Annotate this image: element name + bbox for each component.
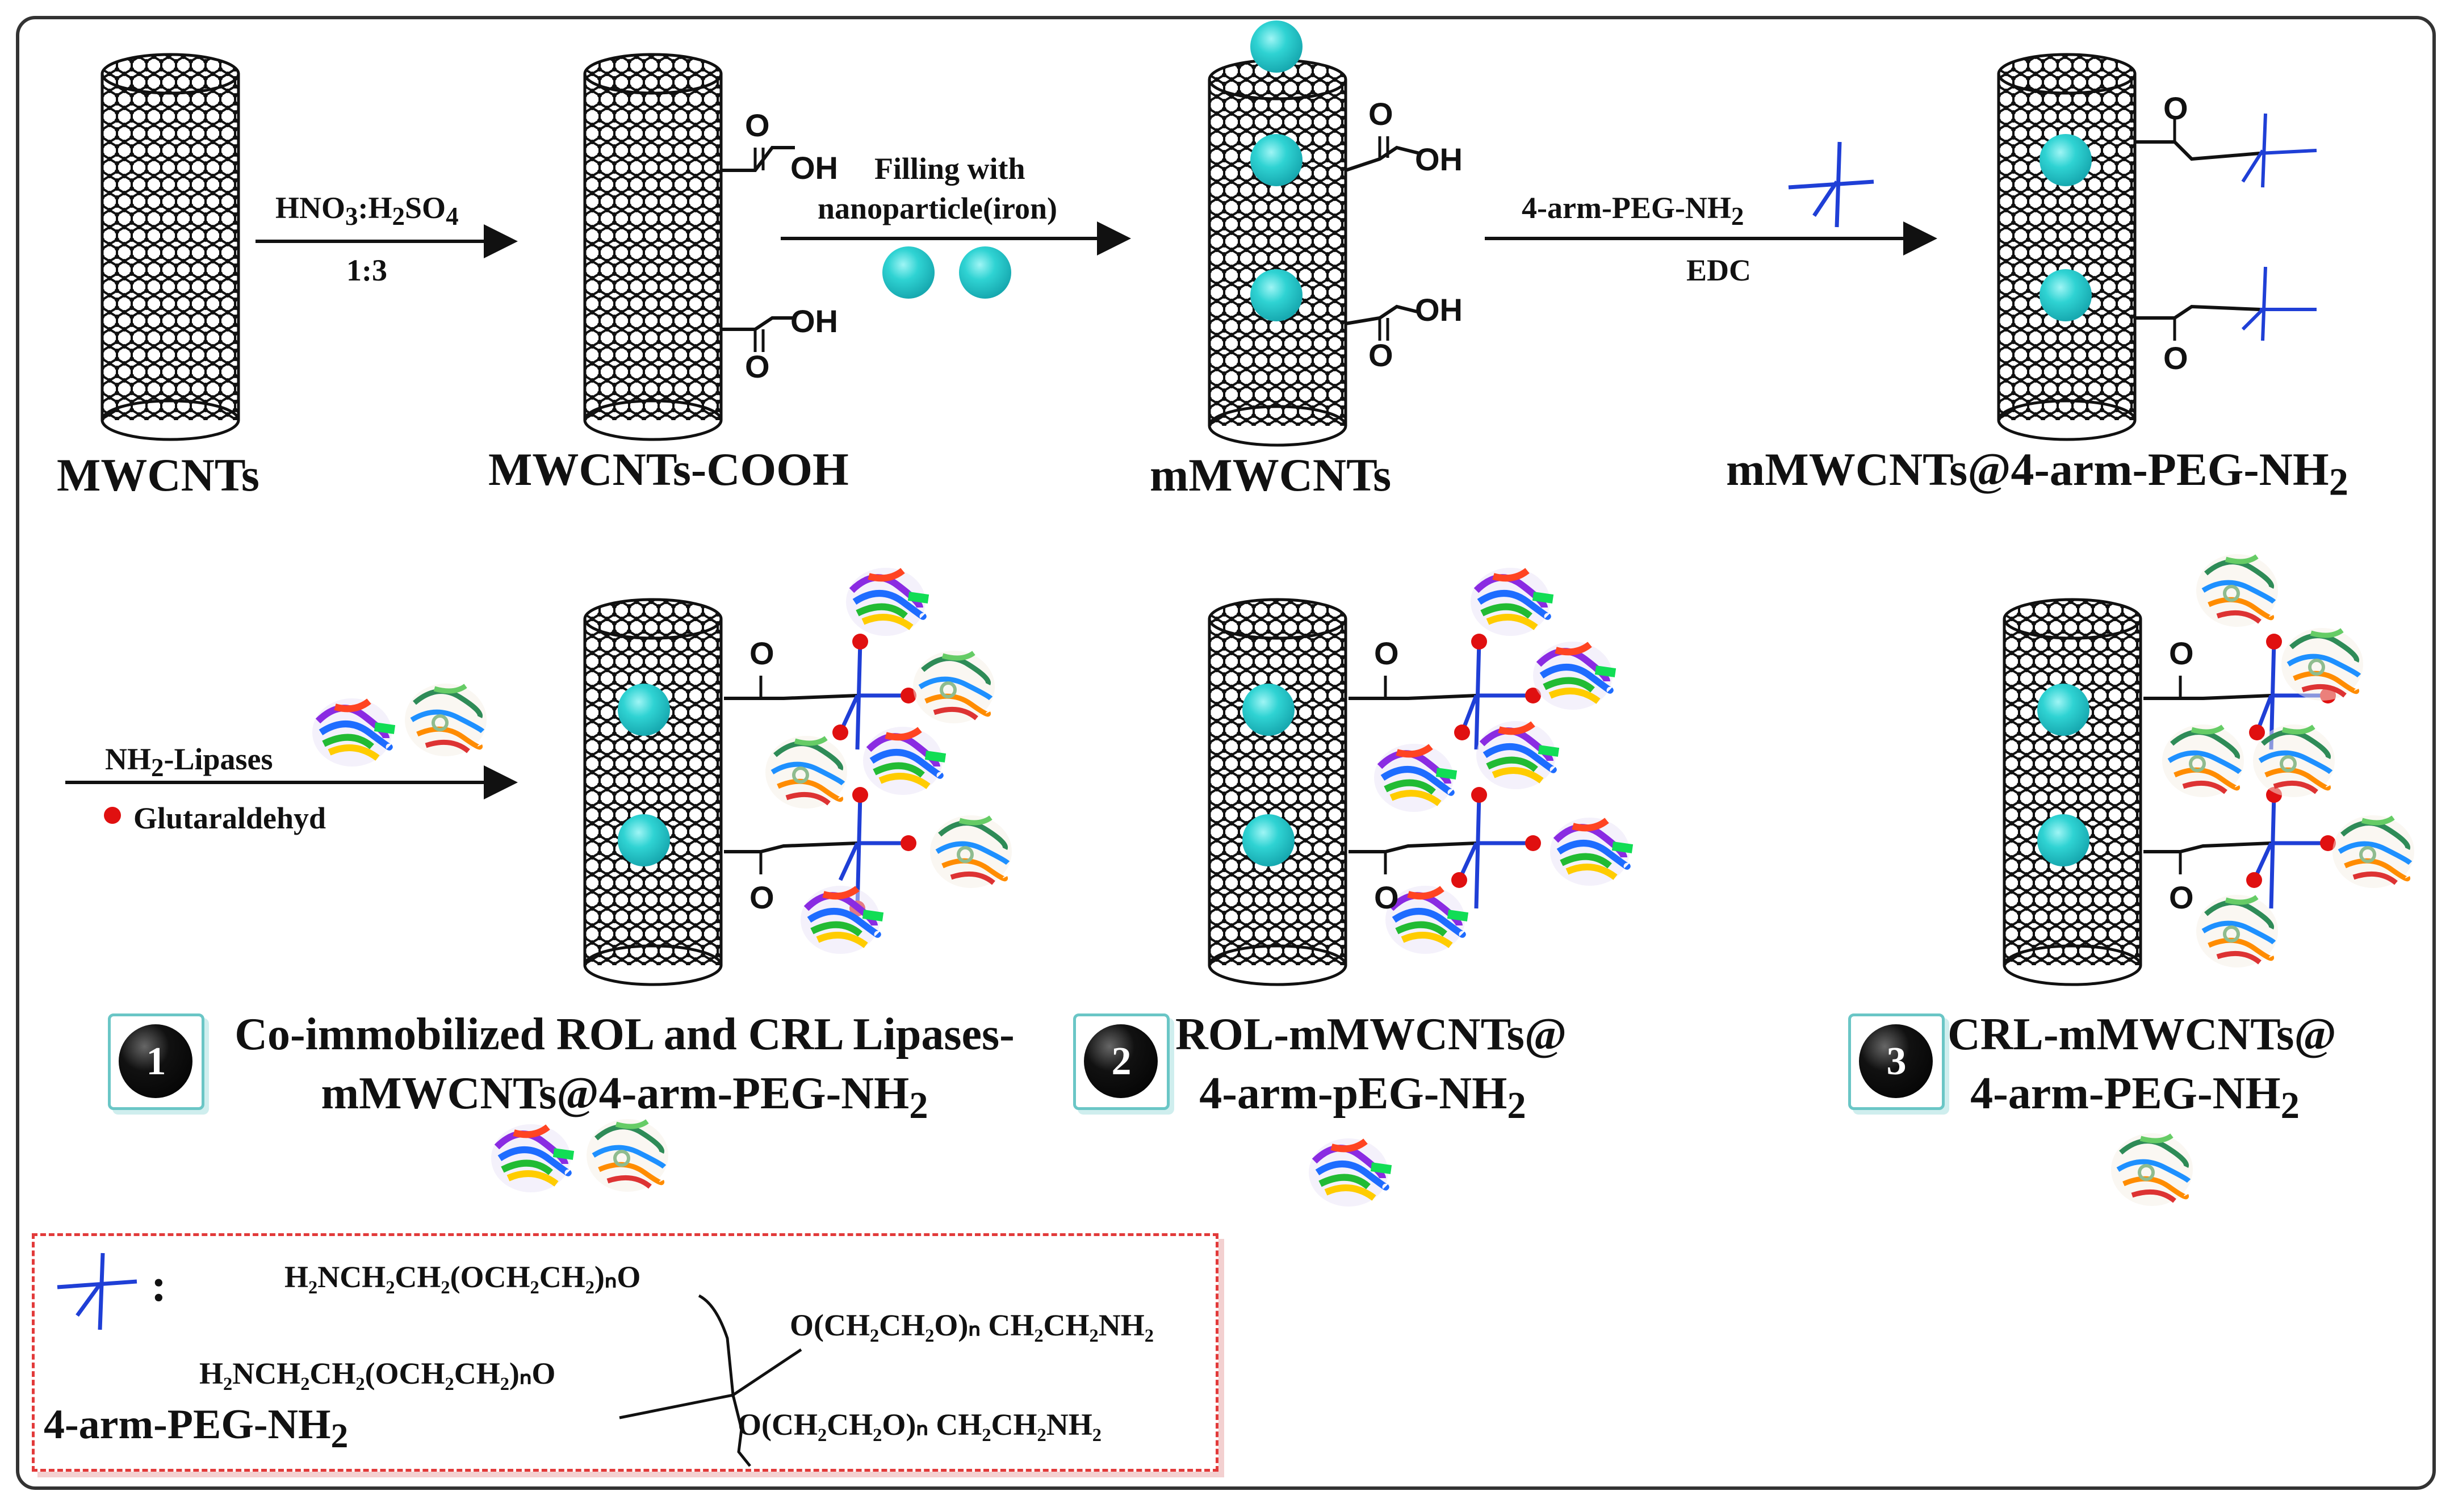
peg-legend-name-text: 4-arm-PEG-NH bbox=[44, 1401, 331, 1448]
peg-arm-2: O(CH₂CH₂O)ₙ CH₂CH₂NH₂ bbox=[790, 1308, 1154, 1342]
nanotube-mmwcnts-peg: O O bbox=[1999, 55, 2317, 439]
product-2-line2: 4-arm-pEG-NH2 bbox=[1175, 1064, 1550, 1136]
peg-legend-colon: : bbox=[151, 1259, 167, 1311]
arrow-3-reagent-sub: 2 bbox=[1731, 202, 1744, 231]
product-1-number: 1 bbox=[146, 1040, 166, 1083]
mm-o-2: O bbox=[1368, 337, 1393, 373]
arrow-2 bbox=[781, 221, 1131, 299]
label-enzymes-3 bbox=[2111, 1133, 2193, 1206]
p2-o-2: O bbox=[1374, 879, 1399, 915]
label-mwcnts: MWCNTs bbox=[57, 449, 259, 501]
arrow-4-reagent-sub: 2 bbox=[151, 753, 164, 782]
arrow-1-ratio: 1:3 bbox=[346, 253, 387, 287]
product-3-line1: CRL-mMWCNTs@ bbox=[1948, 1010, 2336, 1059]
product-2-line2-text: 4-arm-pEG-NH bbox=[1199, 1069, 1507, 1119]
p1-o-2: O bbox=[749, 879, 774, 915]
product-2-graphic: O O bbox=[1209, 568, 1632, 985]
product-1-line2-text: mMWCNTs@4-arm-PEG-NH bbox=[321, 1069, 910, 1119]
nanotube-mmwcnts: O OH OH O bbox=[1209, 20, 1463, 445]
product-2-badge-dot bbox=[1084, 1024, 1158, 1098]
mm-oh-1: OH bbox=[1415, 141, 1463, 177]
p3-o-1: O bbox=[2169, 635, 2194, 671]
product-1-badge-dot bbox=[119, 1024, 192, 1098]
product-2-line1: ROL-mMWCNTs@ bbox=[1175, 1010, 1567, 1059]
nanotube-mwcnts-cooh: O OH OH O bbox=[585, 55, 838, 439]
p3-o-2: O bbox=[2169, 879, 2194, 915]
arrow-2-label-1: Filling with bbox=[874, 152, 1025, 186]
cooh-oh-1: OH bbox=[790, 150, 838, 186]
cooh-o-1: O bbox=[745, 107, 770, 143]
peg-legend-box: : H₂NCH₂CH₂(OCH₂CH₂)ₙO O(CH₂CH₂O)ₙ CH₂CH… bbox=[32, 1233, 1218, 1472]
mm-o-1: O bbox=[1368, 96, 1393, 132]
peg-legend-name: 4-arm-PEG-NH2 bbox=[44, 1401, 348, 1456]
peg-o-1: O bbox=[2163, 90, 2188, 126]
product-1-line2: mMWCNTs@4-arm-PEG-NH2 bbox=[213, 1064, 1036, 1136]
arrow-1-reagent-sub1: 3 bbox=[345, 202, 358, 231]
arrow-4-reagent: NH2-Lipases bbox=[105, 742, 273, 782]
label-mmwcnts-peg-text: mMWCNTs@4-arm-PEG-NH bbox=[1726, 443, 2329, 495]
product-1-graphic: O O bbox=[585, 568, 1012, 985]
mm-oh-2: OH bbox=[1415, 292, 1463, 328]
arrow-1-reagent-sub3: 4 bbox=[446, 202, 459, 231]
arrow-1-reagent-so: SO bbox=[405, 191, 446, 225]
arrow-1-reagent-hno: HNO bbox=[275, 191, 346, 225]
arrow-3-edc: EDC bbox=[1686, 253, 1752, 287]
arrow-4 bbox=[65, 684, 518, 824]
arrow-4-glutaraldehyd: Glutaraldehyd bbox=[133, 801, 326, 835]
product-1-line1: Co-immobilized ROL and CRL Lipases- bbox=[234, 1010, 1015, 1059]
product-1-line2-sub: 2 bbox=[909, 1085, 928, 1126]
label-mmwcnts: mMWCNTs bbox=[1150, 449, 1392, 501]
arrow-4-reagent-end: -Lipases bbox=[164, 742, 273, 776]
peg-o-2: O bbox=[2163, 340, 2188, 376]
product-3-number: 3 bbox=[1886, 1040, 1907, 1083]
label-mmwcnts-peg: mMWCNTs@4-arm-PEG-NH2 bbox=[1726, 443, 2348, 504]
arrow-1-reagent-sub2: 2 bbox=[392, 202, 405, 231]
product-2-badge: 2 bbox=[1073, 1013, 1170, 1110]
product-3-line2-text: 4-arm-PEG-NH bbox=[1970, 1069, 2281, 1119]
product-2-label: ROL-mMWCNTs@ 4-arm-pEG-NH2 bbox=[1175, 1005, 1567, 1136]
arrow-1-reagent: HNO3:H2SO4 bbox=[275, 190, 459, 231]
arrow-3 bbox=[1485, 141, 1937, 256]
product-3-badge: 3 bbox=[1848, 1013, 1945, 1110]
peg-legend-name-sub: 2 bbox=[330, 1416, 349, 1455]
arrow-4-reagent-nh: NH bbox=[105, 742, 151, 776]
product-3-badge-dot bbox=[1859, 1024, 1933, 1098]
label-mwcnts-cooh: MWCNTs-COOH bbox=[488, 443, 849, 495]
product-3-line2: 4-arm-PEG-NH2 bbox=[1948, 1064, 2322, 1136]
label-mmwcnts-peg-sub: 2 bbox=[2329, 460, 2348, 504]
label-enzymes-2 bbox=[1309, 1138, 1391, 1207]
cooh-o-2: O bbox=[745, 349, 770, 384]
product-3-label: CRL-mMWCNTs@ 4-arm-PEG-NH2 bbox=[1948, 1005, 2336, 1136]
peg-arm-4: O(CH₂CH₂O)ₙ CH₂CH₂NH₂ bbox=[738, 1408, 1102, 1442]
product-1-label: Co-immobilized ROL and CRL Lipases- mMWC… bbox=[213, 1005, 1036, 1136]
peg-arm-3: H₂NCH₂CH₂(OCH₂CH₂)ₙO bbox=[199, 1356, 556, 1390]
product-2-line2-sub: 2 bbox=[1507, 1085, 1526, 1126]
p2-o-1: O bbox=[1374, 635, 1399, 671]
arrow-3-reagent-text: 4-arm-PEG-NH bbox=[1522, 191, 1731, 225]
arrow-2-label-2: nanoparticle(iron) bbox=[818, 191, 1057, 225]
peg-legend-structure bbox=[57, 1253, 802, 1467]
product-3-graphic: O O bbox=[2004, 554, 2414, 985]
cooh-oh-2: OH bbox=[790, 303, 838, 339]
arrow-1-reagent-h: :H bbox=[358, 191, 392, 225]
product-2-number: 2 bbox=[1111, 1040, 1132, 1083]
p1-o-1: O bbox=[749, 635, 774, 671]
peg-arm-1: H₂NCH₂CH₂(OCH₂CH₂)ₙO bbox=[284, 1260, 641, 1294]
product-3-line2-sub: 2 bbox=[2280, 1085, 2300, 1126]
nanotube-mwcnts bbox=[102, 55, 238, 439]
product-1-badge: 1 bbox=[108, 1013, 204, 1110]
arrow-3-reagent: 4-arm-PEG-NH2 bbox=[1522, 190, 1744, 231]
